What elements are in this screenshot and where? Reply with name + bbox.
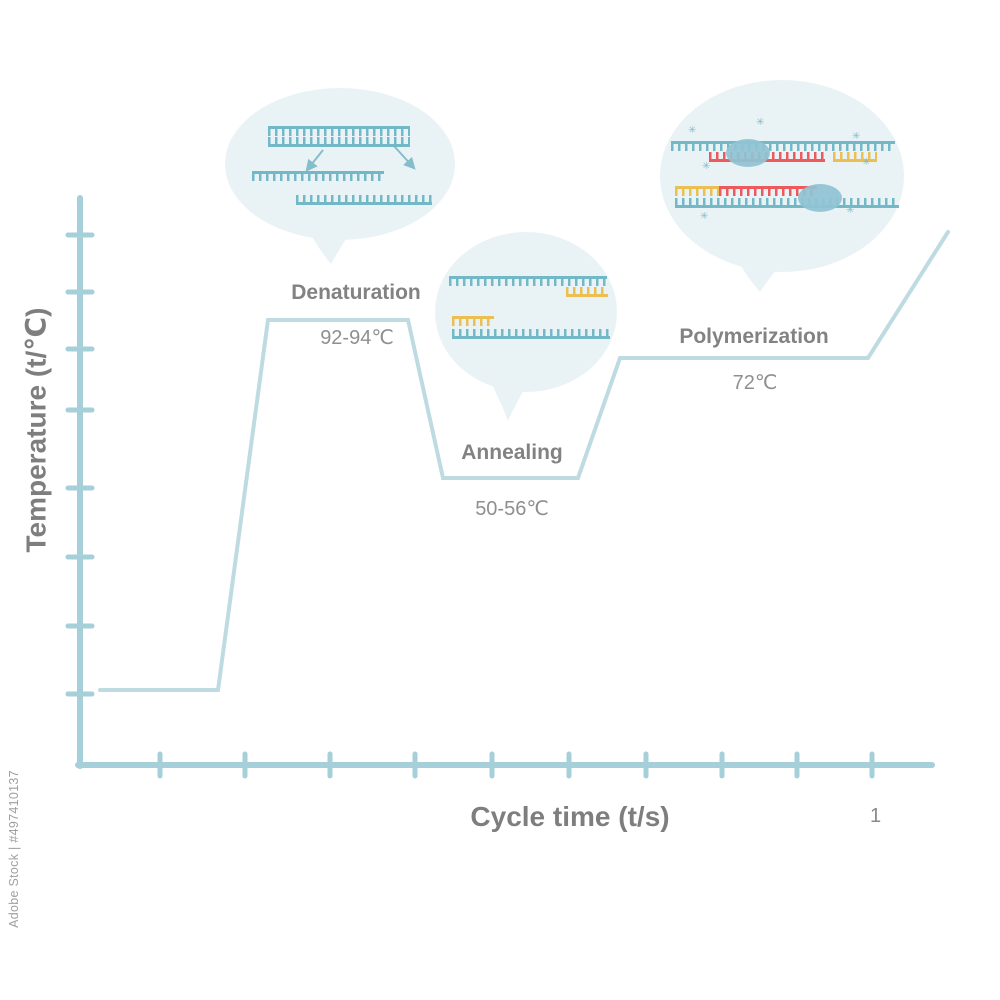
strand-separation-arrows xyxy=(305,145,416,172)
nucleotide-speck-icon: ✳ xyxy=(688,125,697,136)
arrow-down-right-icon xyxy=(393,145,416,170)
primer-top-duplex xyxy=(833,152,877,162)
nucleotide-speck-icon: ✳ xyxy=(846,205,855,216)
polymerase-icon xyxy=(726,139,770,167)
primer-annealed-top xyxy=(566,287,608,297)
primer-annealed-bottom xyxy=(452,316,494,326)
polymerization-bubble xyxy=(660,80,904,272)
template-strand-extending-bottom xyxy=(675,198,899,208)
template-strand-extending-top xyxy=(671,141,895,151)
y-axis-ticks xyxy=(65,232,95,697)
annealing-bubble-tail xyxy=(490,380,530,421)
separated-strand-upper xyxy=(252,171,384,181)
polymerization-label: Polymerization xyxy=(679,325,829,348)
polymerase-icon xyxy=(798,184,842,212)
primer-bottom-duplex xyxy=(675,186,719,196)
annealing-temp: 50-56℃ xyxy=(475,498,549,520)
temperature-curve xyxy=(98,230,950,692)
x-axis-ticks xyxy=(157,751,875,779)
template-strand-top xyxy=(449,276,607,286)
polymerization-bubble-tail xyxy=(736,256,788,292)
nucleotide-speck-icon: ✳ xyxy=(852,131,861,142)
new-strand-bottom xyxy=(719,186,817,196)
template-strand-bottom xyxy=(452,329,610,339)
nucleotide-speck-icon: ✳ xyxy=(700,211,709,222)
annealing-label: Annealing xyxy=(461,441,563,464)
dna-duplex-top-strand xyxy=(268,126,410,136)
y-axis-label: Temperature (t/℃) xyxy=(20,307,52,553)
nucleotide-speck-icon: ✳ xyxy=(756,117,765,128)
watermark: Adobe Stock | #497410137 xyxy=(7,770,21,928)
x-axis-label: Cycle time (t/s) xyxy=(470,801,670,832)
nucleotide-speck-icon: ✳ xyxy=(862,157,871,168)
denaturation-temp: 92-94℃ xyxy=(320,327,394,349)
polymerization-temp: 72℃ xyxy=(732,372,778,394)
denaturation-bubble-tail xyxy=(306,224,354,264)
annealing-bubble xyxy=(435,232,617,392)
x-axis-end-label: 1 xyxy=(870,805,882,827)
arrow-down-left-icon xyxy=(305,149,324,172)
nucleotide-speck-icon: ✳ xyxy=(702,161,711,172)
separated-strand-lower xyxy=(296,195,432,205)
denaturation-bubble xyxy=(225,88,455,240)
denaturation-label: Denaturation xyxy=(291,281,421,304)
dna-duplex-bottom-strand xyxy=(268,137,410,147)
